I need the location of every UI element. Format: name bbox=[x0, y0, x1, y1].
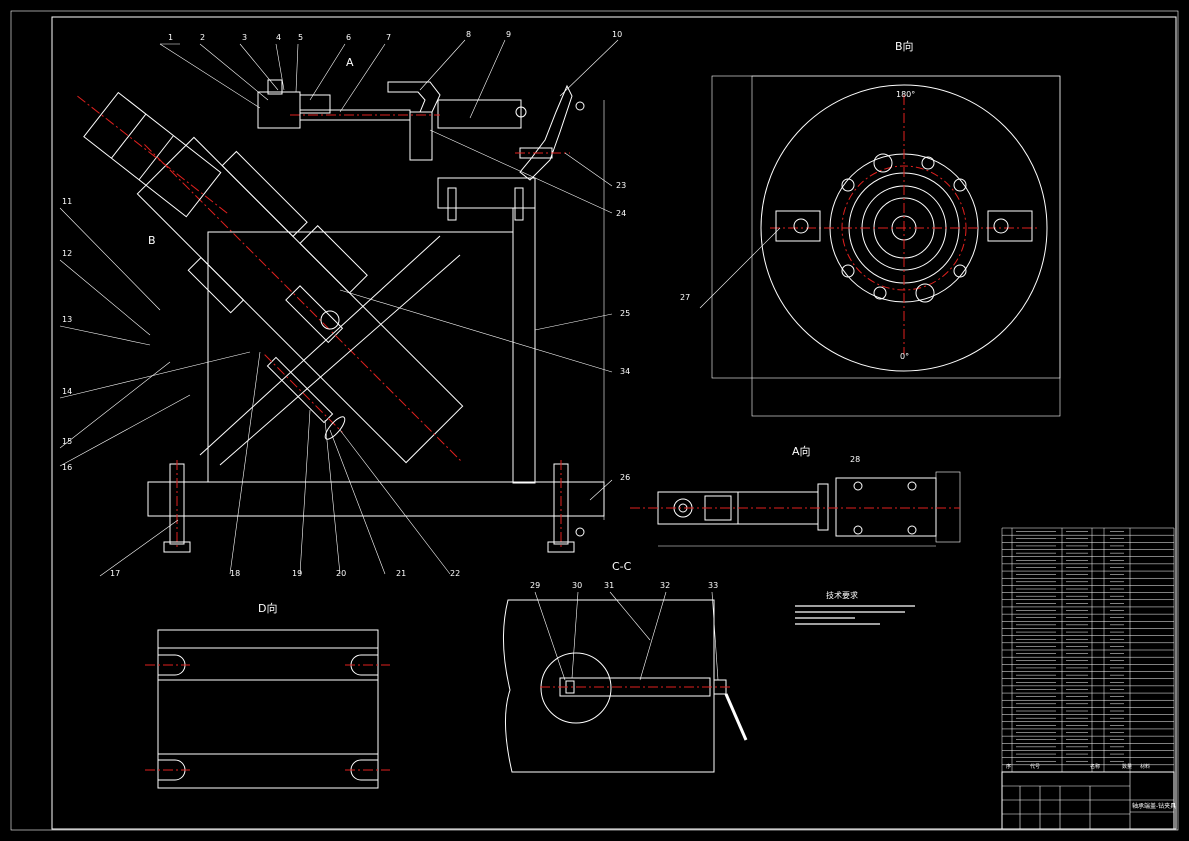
marker-b-label: B bbox=[148, 234, 156, 247]
part-11: 11 bbox=[62, 197, 72, 206]
notes-heading: 技术要求 bbox=[826, 590, 858, 600]
lower-knob bbox=[324, 416, 346, 440]
nut-block-2 bbox=[299, 94, 331, 114]
part-18: 18 bbox=[230, 569, 240, 578]
part-25: 25 bbox=[620, 309, 630, 318]
part-21: 21 bbox=[396, 569, 406, 578]
outer-border bbox=[10, 10, 1179, 831]
marker-a-top bbox=[575, 101, 585, 111]
view-a bbox=[630, 471, 961, 547]
view-d bbox=[145, 629, 390, 789]
leader-lines bbox=[59, 39, 619, 577]
part-14: 14 bbox=[62, 387, 72, 396]
knob-top bbox=[267, 79, 283, 95]
part-29: 29 bbox=[530, 581, 540, 590]
part-13: 13 bbox=[62, 315, 72, 324]
part-9: 9 bbox=[506, 30, 511, 39]
part-22: 22 bbox=[450, 569, 460, 578]
part-6: 6 bbox=[346, 33, 351, 42]
bom-col-qty: 数量 bbox=[1122, 763, 1132, 770]
lower-screw bbox=[264, 354, 343, 433]
part-16: 16 bbox=[62, 463, 72, 472]
angle-top: 180° bbox=[896, 90, 915, 99]
title-block bbox=[1001, 771, 1175, 830]
part-30: 30 bbox=[572, 581, 582, 590]
drill-spindle bbox=[77, 91, 228, 218]
handle-pin bbox=[515, 106, 527, 118]
part-32: 32 bbox=[660, 581, 670, 590]
part-10: 10 bbox=[612, 30, 622, 39]
view-a-title: A向 bbox=[792, 444, 811, 458]
hook-clamp bbox=[387, 81, 441, 113]
column-inner-frame bbox=[207, 231, 514, 483]
view-b bbox=[711, 75, 1061, 417]
drill-body bbox=[136, 136, 464, 464]
top-block bbox=[437, 177, 536, 209]
section-cc-title: C-C bbox=[612, 560, 632, 573]
part-4: 4 bbox=[276, 33, 281, 42]
part-27: 27 bbox=[680, 293, 690, 302]
part-5: 5 bbox=[298, 33, 303, 42]
part-8: 8 bbox=[466, 30, 471, 39]
inner-frame bbox=[51, 16, 1177, 830]
diag-line-1 bbox=[219, 254, 461, 466]
view-d-title: D向 bbox=[258, 601, 277, 615]
upper-arm bbox=[437, 99, 522, 129]
part-3: 3 bbox=[242, 33, 247, 42]
view-b-title: B向 bbox=[895, 39, 914, 53]
part-26: 26 bbox=[620, 473, 630, 482]
part-33: 33 bbox=[708, 581, 718, 590]
part-1: 1 bbox=[168, 33, 173, 42]
angle-bottom: 0° bbox=[900, 352, 909, 361]
bom-col-mat: 材料 bbox=[1140, 763, 1150, 770]
part-2: 2 bbox=[200, 33, 205, 42]
part-24: 24 bbox=[616, 209, 626, 218]
clamp-slide bbox=[409, 111, 433, 161]
cam-handle bbox=[519, 84, 573, 181]
part-19: 19 bbox=[292, 569, 302, 578]
part-7: 7 bbox=[386, 33, 391, 42]
part-23: 23 bbox=[616, 181, 626, 190]
diag-line-2 bbox=[199, 235, 441, 456]
technical-notes bbox=[795, 605, 915, 625]
bom-col-seq: 序 bbox=[1006, 763, 1011, 770]
bom-col-code: 代号 bbox=[1030, 763, 1040, 770]
part-20: 20 bbox=[336, 569, 346, 578]
base-plate bbox=[147, 481, 605, 517]
main-assembly-view bbox=[77, 79, 605, 553]
part-15: 15 bbox=[62, 437, 72, 446]
part-28: 28 bbox=[850, 455, 860, 464]
marker-a-bottom bbox=[575, 527, 585, 537]
bom-col-name: 名称 bbox=[1090, 763, 1100, 770]
part-17: 17 bbox=[110, 569, 120, 578]
part-12: 12 bbox=[62, 249, 72, 258]
marker-a-label: A bbox=[346, 56, 354, 69]
part-34: 34 bbox=[620, 367, 630, 376]
part-31: 31 bbox=[604, 581, 614, 590]
parts-list bbox=[1001, 527, 1175, 773]
nut-block bbox=[257, 91, 301, 129]
product-name: 轴承端盖-钻夹具 bbox=[1132, 802, 1176, 810]
section-cc bbox=[503, 591, 748, 773]
